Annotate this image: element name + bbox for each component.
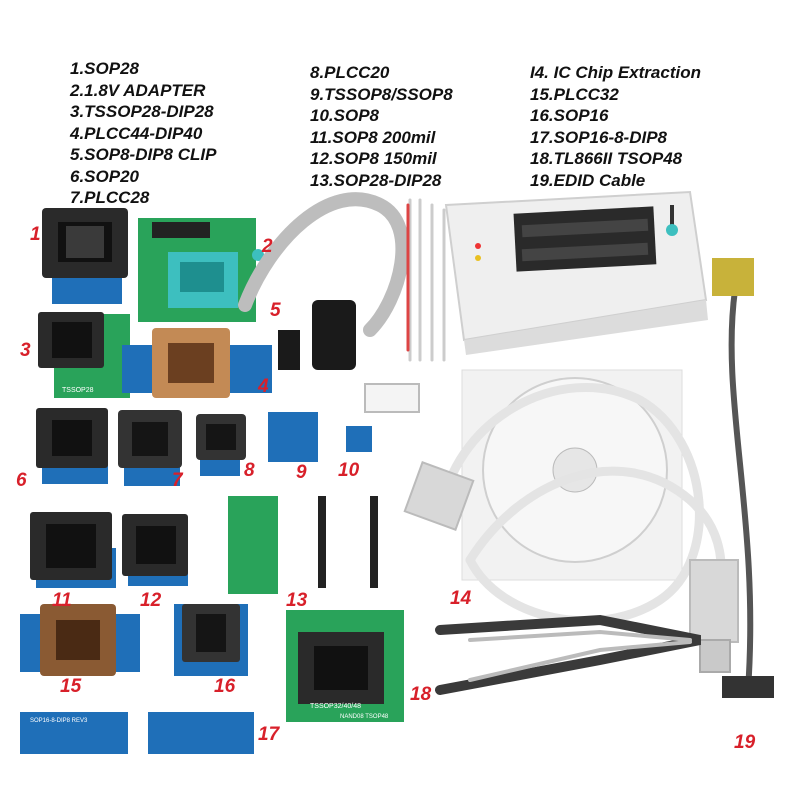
pin-headers (318, 496, 378, 588)
plcc44-adapter (122, 328, 272, 398)
callout-8: 8 (244, 460, 255, 481)
tssop28-adapter: TSSOP28 (38, 312, 130, 398)
sop8-200mil-adapter (30, 512, 116, 588)
callout-6: 6 (16, 470, 27, 491)
callout-18: 18 (410, 684, 432, 705)
sop16-dip8-silk: SOP16-8-DIP8 REV3 (30, 718, 88, 724)
tsop48-silk-bottom: NAND08 TSOP48 (340, 714, 389, 720)
callout-5: 5 (270, 300, 281, 321)
callout-15: 15 (60, 676, 82, 697)
legend-item: 13.SOP28-DIP28 (310, 170, 442, 190)
sop8-clip (238, 192, 446, 413)
tssop8-adapter (268, 412, 318, 462)
callout-1: 1 (30, 224, 41, 245)
legend-item: 5.SOP8-DIP8 CLIP (70, 145, 217, 164)
edid-cable (712, 258, 774, 698)
tsop48-silk-top: TSSOP32/40/48 (310, 703, 361, 710)
legend-item: I4. IC Chip Extraction (530, 63, 701, 82)
callout-17: 17 (258, 724, 280, 745)
legend-column-1: 1.SOP28 2.1.8V ADAPTER 3.TSSOP28-DIP28 4… (70, 58, 216, 209)
legend-item: 8.PLCC20 (310, 63, 390, 82)
callout-7: 7 (172, 470, 183, 491)
plcc20-adapter (196, 414, 246, 476)
legend-column-2: 8.PLCC20 9.TSSOP8/SSOP8 10.SOP8 11.SOP8 … (310, 62, 453, 191)
legend-item: 9.TSSOP8/SSOP8 (310, 84, 453, 104)
callout-10: 10 (338, 460, 360, 481)
callout-4: 4 (258, 376, 269, 397)
legend-item: 11.SOP8 200mil (310, 127, 436, 147)
ic-extractor (435, 614, 701, 695)
callout-3: 3 (20, 340, 31, 361)
plcc28-adapter (118, 410, 182, 486)
callout-19: 19 (734, 732, 756, 753)
legend-item: 1.SOP28 (70, 59, 139, 78)
callout-12: 12 (140, 590, 162, 611)
callout-13: 13 (286, 590, 308, 611)
legend-item: 7.PLCC28 (70, 188, 150, 207)
legend-item: 4.PLCC44-DIP40 (70, 123, 203, 143)
legend-item: 17.SOP16-8-DIP8 (530, 127, 668, 147)
callout-11: 11 (52, 590, 72, 611)
tssop28-silk: TSSOP28 (62, 387, 94, 394)
legend-item: 3.TSSOP28-DIP28 (70, 102, 214, 121)
sop8-adapter (346, 426, 372, 452)
callout-16: 16 (214, 676, 236, 697)
callout-9: 9 (296, 462, 307, 483)
sop20-adapter (36, 408, 108, 484)
sop8-150mil-adapter (122, 514, 188, 586)
callout-2: 2 (262, 236, 273, 257)
legend-item: 18.TL866II TSOP48 (530, 149, 683, 168)
callout-14: 14 (450, 588, 472, 609)
legend-item: 19.EDID Cable (530, 170, 646, 190)
plcc32-adapter (20, 604, 140, 676)
usb-cable (403, 382, 739, 673)
legend-item: 12.SOP8 150mil (310, 149, 437, 168)
legend-item: 15.PLCC32 (530, 84, 619, 104)
1v8-adapter (138, 218, 264, 322)
sop16-dip8-boards: SOP16-8-DIP8 REV3 (20, 712, 254, 754)
sop28-adapter (42, 208, 128, 304)
legend-column-3: I4. IC Chip Extraction 15.PLCC32 16.SOP1… (530, 62, 701, 191)
tsop48-adapter: TSSOP32/40/48 NAND08 TSOP48 (286, 610, 404, 722)
legend-item: 16.SOP16 (530, 106, 609, 125)
tl866-programmer (444, 190, 708, 355)
legend-item: 10.SOP8 (310, 106, 379, 125)
legend-item: 6.SOP20 (70, 166, 139, 186)
sop16-adapter (174, 604, 248, 676)
sop28-dip28-board (228, 496, 278, 594)
legend-item: 2.1.8V ADAPTER (70, 80, 206, 100)
